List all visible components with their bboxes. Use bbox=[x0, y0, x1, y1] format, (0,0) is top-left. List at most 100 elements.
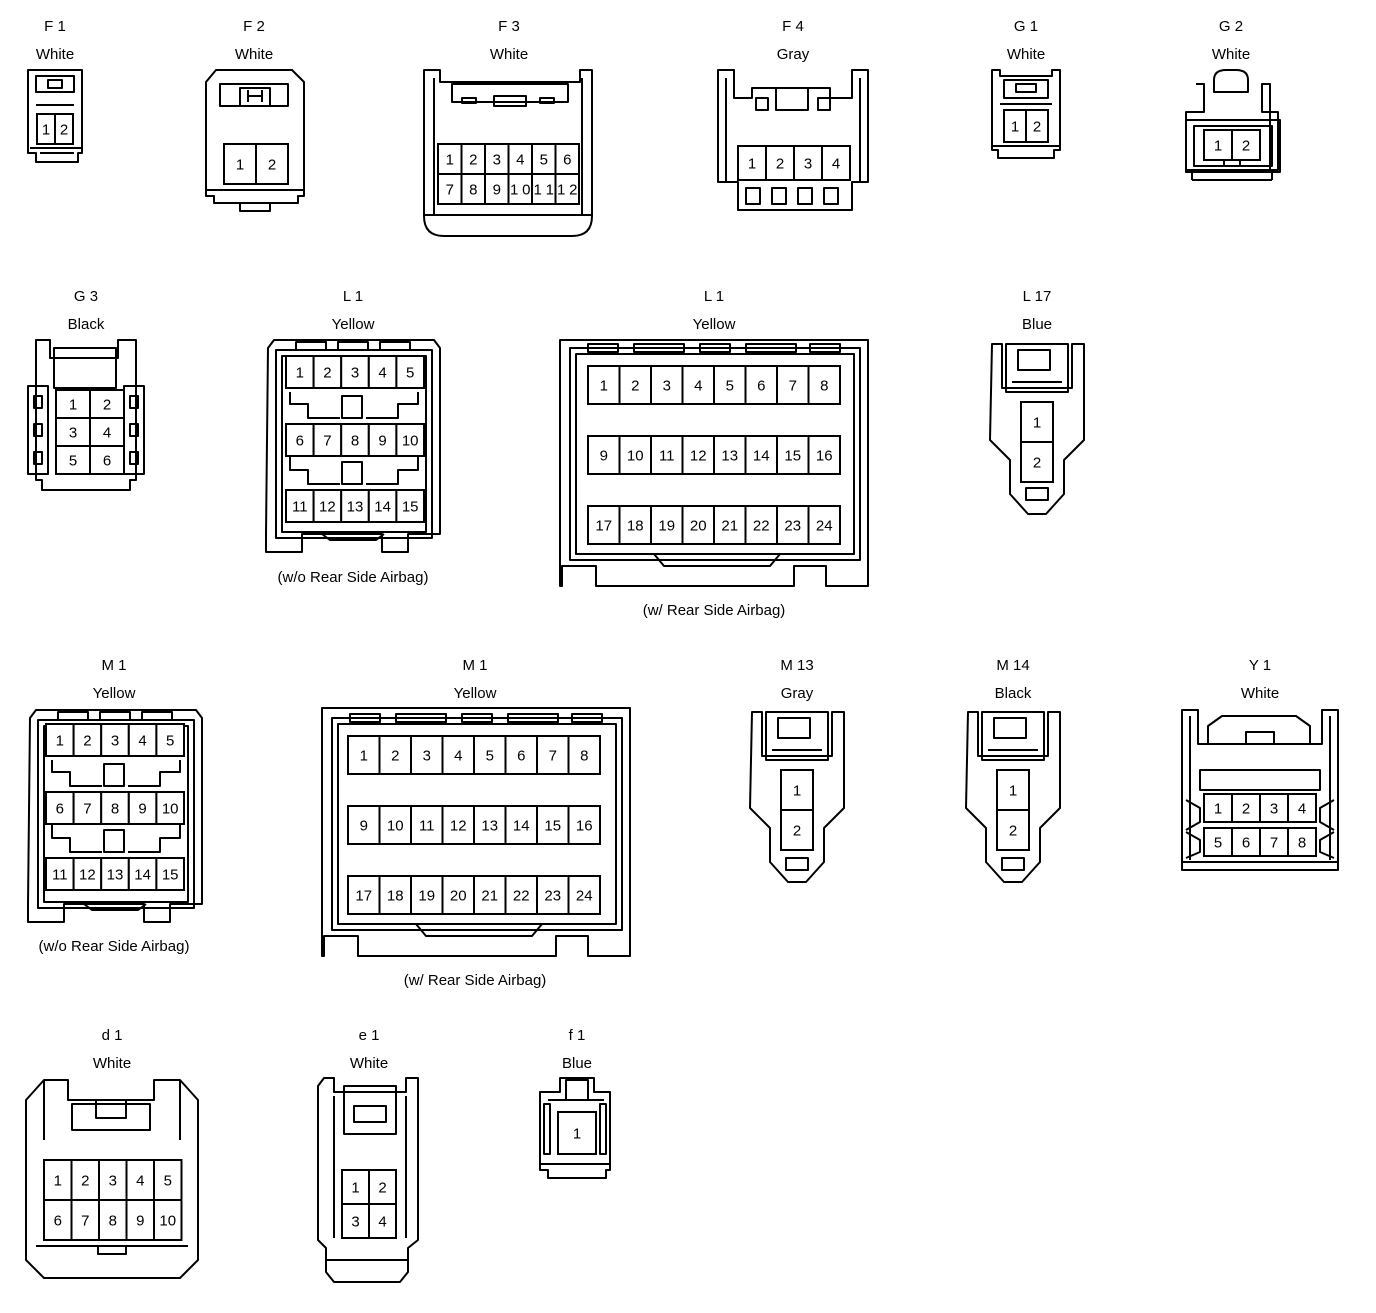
pin-number: 7 bbox=[549, 748, 557, 765]
connector-m13-body bbox=[749, 711, 845, 883]
pin-number: 2 bbox=[631, 378, 639, 395]
pin-cell bbox=[473, 805, 507, 845]
pin-number: 21 bbox=[721, 518, 738, 535]
connector-color-g1: White bbox=[1007, 46, 1045, 63]
pin-cell bbox=[410, 875, 444, 915]
pin-number: 4 bbox=[103, 425, 111, 442]
connector-note-l1-b: (w/ Rear Side Airbag) bbox=[643, 602, 786, 619]
pin-cell bbox=[72, 857, 103, 891]
pin-cell bbox=[996, 809, 1030, 851]
connector-f3-body bbox=[423, 69, 593, 237]
connector-id-f1: F 1 bbox=[44, 18, 66, 35]
pin-number: 15 bbox=[402, 499, 419, 516]
connector-g2-body bbox=[1185, 69, 1281, 181]
pin-number: 1 bbox=[351, 1180, 359, 1197]
pin-number: 4 bbox=[516, 152, 524, 169]
pin-number: 5 bbox=[726, 378, 734, 395]
pin-number: 6 bbox=[56, 801, 64, 818]
connector-note-m1-b: (w/ Rear Side Airbag) bbox=[404, 972, 547, 989]
pin-number: 1 bbox=[1009, 783, 1017, 800]
connector-id-e1: e 1 bbox=[359, 1027, 380, 1044]
connector-id-m13: M 13 bbox=[780, 657, 813, 674]
pin-number: 2 bbox=[323, 365, 331, 382]
pin-number: 3 bbox=[804, 156, 812, 173]
pin-cell bbox=[567, 805, 601, 845]
pin-number: 17 bbox=[595, 518, 612, 535]
pin-number: 6 bbox=[54, 1213, 62, 1230]
pin-number: 13 bbox=[721, 448, 738, 465]
connector-g1-body bbox=[991, 69, 1061, 159]
pin-cell bbox=[100, 857, 130, 891]
pin-cell bbox=[55, 389, 91, 419]
pin-number: 8 bbox=[109, 1213, 117, 1230]
connector-color-m1-b: Yellow bbox=[454, 685, 497, 702]
pin-number: 21 bbox=[481, 888, 498, 905]
pin-cell bbox=[155, 791, 185, 825]
pin-cell bbox=[255, 143, 289, 185]
pin-number: 7 bbox=[323, 433, 331, 450]
connector-id-m14: M 14 bbox=[996, 657, 1029, 674]
pin-cell bbox=[536, 875, 570, 915]
pin-number: 12 bbox=[79, 867, 96, 884]
pin-cell bbox=[536, 805, 570, 845]
pin-number: 15 bbox=[784, 448, 801, 465]
pin-number: 9 bbox=[600, 448, 608, 465]
connector-f1-body bbox=[27, 69, 83, 163]
pin-number: 2 bbox=[378, 1180, 386, 1197]
pin-cell bbox=[1231, 129, 1261, 161]
pin-number: 8 bbox=[351, 433, 359, 450]
pin-number: 9 bbox=[493, 182, 501, 199]
pin-number: 5 bbox=[406, 365, 414, 382]
pin-number: 2 bbox=[776, 156, 784, 173]
pin-cell bbox=[473, 875, 507, 915]
pin-cell bbox=[285, 355, 315, 389]
connector-color-d1: White bbox=[93, 1055, 131, 1072]
pin-number: 8 bbox=[1298, 835, 1306, 852]
pin-cell bbox=[1231, 793, 1261, 823]
pin-number: 2 bbox=[60, 122, 68, 139]
pin-cell bbox=[153, 1199, 183, 1241]
pin-number: 22 bbox=[513, 888, 530, 905]
pin-number: 12 bbox=[690, 448, 707, 465]
pin-cell bbox=[765, 145, 795, 181]
pin-cell bbox=[55, 417, 91, 447]
pin-number: 11 bbox=[52, 867, 68, 884]
pin-number: 5 bbox=[166, 733, 174, 750]
connector-m14-body bbox=[965, 711, 1061, 883]
pin-number: 4 bbox=[454, 748, 462, 765]
pin-number: 1 bbox=[236, 157, 244, 174]
pin-number: 20 bbox=[450, 888, 467, 905]
pin-number: 19 bbox=[658, 518, 675, 535]
pin-number: 1 bbox=[600, 378, 608, 395]
pin-cell bbox=[223, 143, 257, 185]
pin-number: 10 bbox=[627, 448, 644, 465]
connector-color-m14: Black bbox=[995, 685, 1032, 702]
pin-cell bbox=[504, 735, 538, 775]
connector-color-y1: White bbox=[1241, 685, 1279, 702]
pin-cell bbox=[441, 875, 475, 915]
pin-number: 5 bbox=[69, 453, 77, 470]
connector-id-g3: G 3 bbox=[74, 288, 98, 305]
pin-number: 10 bbox=[387, 818, 404, 835]
pin-cell bbox=[1203, 793, 1233, 823]
pin-number: 2 bbox=[103, 397, 111, 414]
pin-cell bbox=[473, 735, 507, 775]
pin-cell bbox=[395, 423, 425, 457]
pin-number: 11 bbox=[419, 818, 435, 835]
pin-cell bbox=[504, 875, 538, 915]
pin-number: 2 bbox=[391, 748, 399, 765]
connector-l17-body bbox=[989, 343, 1085, 515]
pin-cell bbox=[410, 735, 444, 775]
pin-cell bbox=[554, 173, 580, 205]
connector-color-l17: Blue bbox=[1022, 316, 1052, 333]
pin-number: 2 bbox=[83, 733, 91, 750]
pin-cell bbox=[89, 389, 125, 419]
pin-number: 7 bbox=[83, 801, 91, 818]
pin-number: 8 bbox=[580, 748, 588, 765]
pin-number: 3 bbox=[351, 365, 359, 382]
pin-number: 19 bbox=[418, 888, 435, 905]
pin-cell bbox=[312, 489, 343, 523]
connector-y1-body bbox=[1181, 709, 1339, 871]
connector-color-m1-a: Yellow bbox=[93, 685, 136, 702]
connector-color-e1: White bbox=[350, 1055, 388, 1072]
